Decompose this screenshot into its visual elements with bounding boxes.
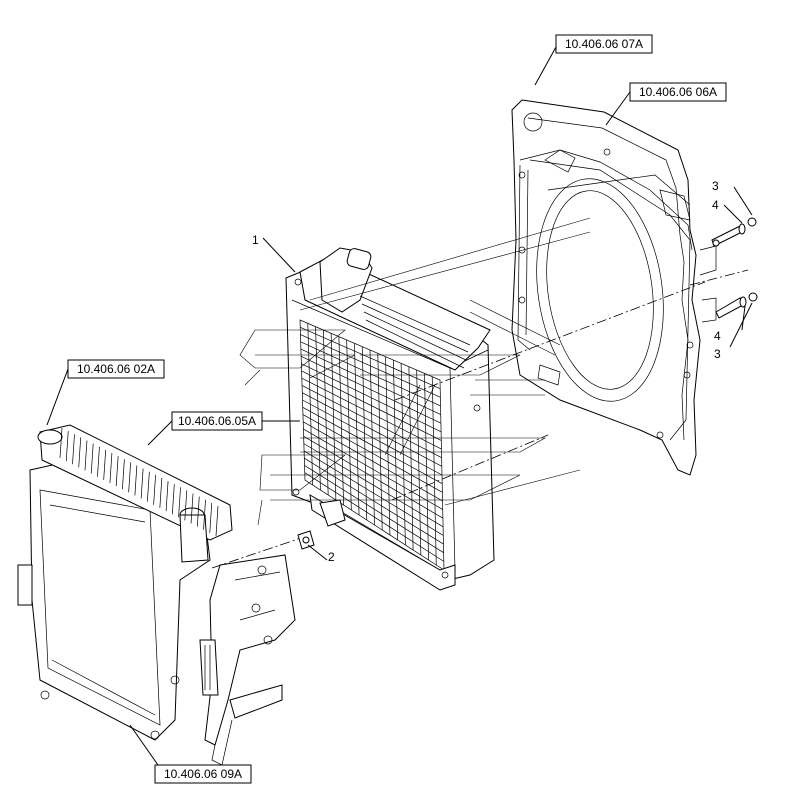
intercooler-fin bbox=[178, 487, 181, 518]
radiator-mesh-line bbox=[408, 366, 414, 551]
intercooler-fin bbox=[115, 456, 119, 487]
radiator-mesh-line bbox=[354, 343, 360, 516]
intercooler-fin bbox=[97, 446, 100, 477]
radiator-mesh-line bbox=[385, 356, 391, 536]
radiator-mesh-line bbox=[416, 369, 422, 556]
reference-frame-top-text: 10.406.06 07A bbox=[565, 37, 643, 51]
reference-bracket-bottom: 10.406.06 09A bbox=[154, 764, 252, 784]
intercooler-fin bbox=[122, 459, 125, 490]
radiator-mesh-line bbox=[330, 333, 337, 501]
fan-shroud-frame bbox=[511, 99, 717, 476]
radiator-mesh bbox=[299, 319, 445, 571]
intercooler-fin bbox=[203, 499, 206, 530]
intercooler-fin bbox=[84, 440, 88, 471]
intercooler-fin bbox=[78, 437, 82, 468]
callout-washer-top: 4 bbox=[712, 198, 719, 212]
reference-shroud-text: 10.406.06 06A bbox=[639, 85, 717, 99]
radiator-mesh-line bbox=[400, 363, 406, 546]
intercooler-fin bbox=[190, 493, 194, 524]
callout-bolt-top: 3 bbox=[712, 179, 719, 193]
intercooler-fin bbox=[140, 468, 144, 499]
alignment-lines bbox=[211, 269, 749, 569]
reference-shroud: 10.406.06 06A bbox=[629, 82, 727, 102]
intercooler-fin bbox=[103, 449, 107, 480]
hardware-bottom bbox=[715, 292, 758, 319]
radiator-mesh-line bbox=[338, 336, 344, 506]
intercooler-fin bbox=[147, 471, 150, 502]
intercooler-fin bbox=[59, 427, 63, 459]
intercooler-fin bbox=[215, 505, 219, 537]
intercooler-fin bbox=[165, 481, 169, 512]
radiator-bottom-tank bbox=[292, 278, 481, 591]
drain-valve bbox=[297, 530, 315, 550]
reference-oil-cooler-text: 10.406.06.05A bbox=[178, 414, 256, 428]
leader-lines bbox=[46, 46, 753, 766]
ghost-chevrons bbox=[239, 217, 591, 526]
radiator-mesh-line bbox=[377, 353, 383, 531]
callout-washer-bottom: 4 bbox=[714, 329, 721, 343]
intercooler-fin bbox=[128, 462, 131, 493]
intercooler-fin bbox=[65, 431, 69, 462]
callout-drain-valve: 2 bbox=[328, 550, 335, 564]
hardware-top bbox=[711, 217, 757, 247]
intercooler-fin bbox=[153, 474, 156, 505]
callout-bolt-bottom: 3 bbox=[714, 347, 721, 361]
intercooler-fin bbox=[109, 452, 113, 483]
radiator-mesh-line bbox=[369, 349, 375, 526]
reference-bracket-bottom-text: 10.406.06 09A bbox=[164, 767, 242, 781]
intercooler-fin bbox=[171, 484, 175, 515]
reference-frame-top: 10.406.06 07A bbox=[555, 34, 653, 54]
radiator-mesh-line bbox=[307, 323, 314, 486]
intercooler-fin bbox=[72, 434, 75, 465]
radiator-mesh-line bbox=[322, 329, 329, 496]
radiator-mesh-line bbox=[346, 339, 352, 511]
callout-radiator: 1 bbox=[252, 233, 259, 247]
radiator-mesh-line bbox=[431, 376, 437, 566]
intercooler-fin bbox=[159, 477, 163, 508]
reference-oil-cooler: 10.406.06.05A bbox=[171, 411, 263, 431]
radiator-mesh-line bbox=[361, 346, 368, 521]
intercooler-fins bbox=[59, 427, 219, 537]
radiator-mesh-line bbox=[392, 359, 399, 541]
intercooler-fin bbox=[196, 496, 200, 527]
intercooler-fin bbox=[90, 443, 94, 474]
intercooler-fin bbox=[209, 502, 213, 533]
reference-intercooler: 10.406.06 02A bbox=[67, 359, 165, 379]
reference-intercooler-text: 10.406.06 02A bbox=[77, 362, 155, 376]
intercooler-fin bbox=[134, 465, 138, 496]
intercooler-fin bbox=[184, 490, 188, 521]
intercooler-assembly bbox=[17, 424, 296, 766]
